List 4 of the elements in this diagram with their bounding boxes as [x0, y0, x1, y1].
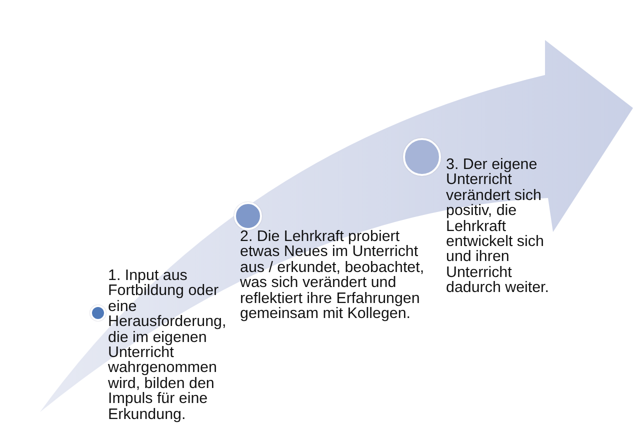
- step-description: 3. Der eigene Unterricht verändert sich positiv, die Lehrkraft entwickelt sich und ihren Unterricht dadurch weiter.: [446, 157, 550, 296]
- step-circle: [90, 305, 106, 321]
- step-description: 1. Input aus Fortbildung oder eine Herausforderung, die im eigenen Unterricht wahrgenommen wird, bilden den Impuls für eine Erkundung.: [108, 268, 228, 422]
- step-description: 2. Die Lehrkraft probiert etwas Neues im Unterricht aus / erkundet, beobachtet, was sich verändert und reflektiert ihre Erfahrungen gemeinsam mit Kollegen.: [240, 229, 426, 322]
